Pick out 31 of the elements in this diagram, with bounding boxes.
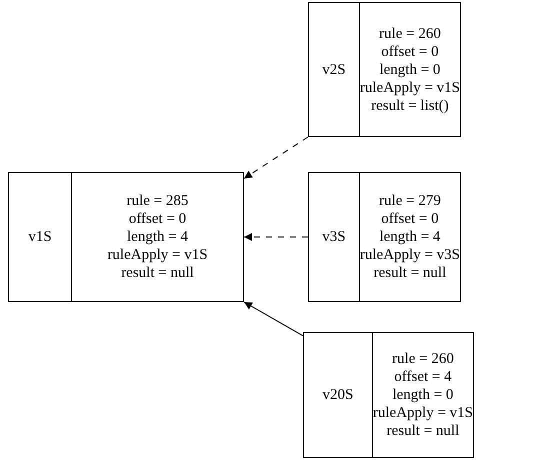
arrow xyxy=(244,233,308,241)
field-text: rule = 260 xyxy=(392,350,454,368)
record-name: v2S xyxy=(322,60,346,78)
field-text: length = 0 xyxy=(392,386,454,404)
field-text: length = 0 xyxy=(379,60,440,78)
field-text: ruleApply = v1S xyxy=(107,246,208,264)
field-text: rule = 260 xyxy=(379,24,441,42)
field-text: offset = 0 xyxy=(128,210,186,228)
field-text: result = null xyxy=(374,264,446,282)
field-text: offset = 4 xyxy=(394,368,452,386)
field-text: result = list() xyxy=(371,96,449,114)
record-box xyxy=(308,172,461,302)
field-text: length = 4 xyxy=(127,228,188,246)
field-text: rule = 285 xyxy=(126,192,188,210)
field-text: result = null xyxy=(121,264,194,282)
record-box xyxy=(8,172,244,302)
field-text: offset = 0 xyxy=(381,210,439,228)
record-box xyxy=(303,332,474,458)
record-name: v20S xyxy=(322,386,354,404)
record-name: v1S xyxy=(28,228,52,246)
field-text: length = 4 xyxy=(379,228,440,246)
field-text: ruleApply = v1S xyxy=(372,404,473,422)
arrow xyxy=(244,136,308,179)
field-text: rule = 279 xyxy=(379,192,441,210)
field-text: result = null xyxy=(386,422,460,440)
record-box xyxy=(308,2,461,137)
field-text: ruleApply = v1S xyxy=(360,78,460,96)
record-name: v3S xyxy=(322,228,346,246)
arrow xyxy=(244,302,304,336)
field-text: ruleApply = v3S xyxy=(360,246,460,264)
field-text: offset = 0 xyxy=(381,42,439,60)
